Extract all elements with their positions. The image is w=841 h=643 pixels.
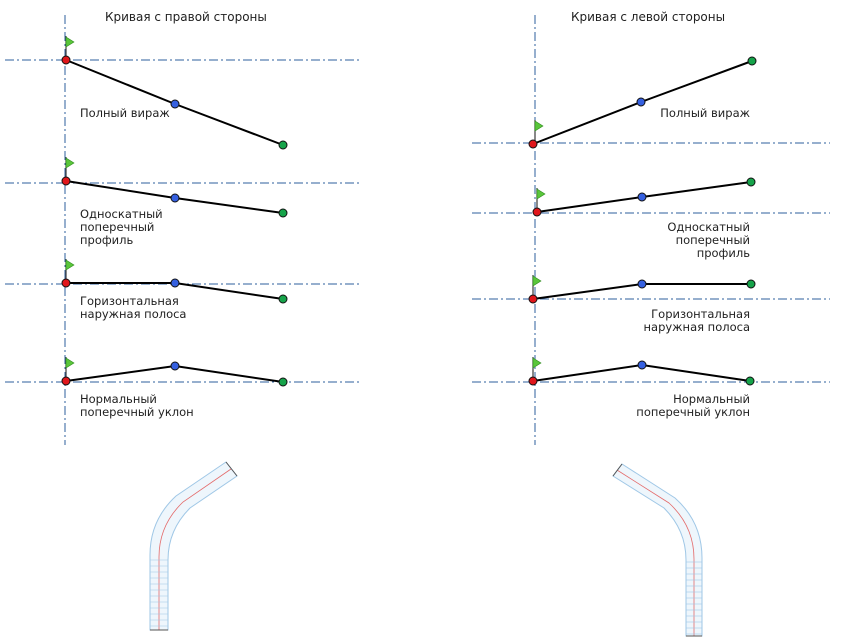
road-plan-right-curve xyxy=(149,461,238,631)
road-start-mark xyxy=(612,463,623,477)
point-centerline xyxy=(636,97,646,107)
point-left-edge xyxy=(528,376,538,386)
station-ticks xyxy=(686,561,702,635)
road-centerline xyxy=(616,469,695,636)
label-normal-crown-2: поперечный уклон xyxy=(636,405,750,419)
point-centerline xyxy=(637,192,647,202)
point-left-edge xyxy=(61,55,71,65)
label-single-slope-2: поперечный xyxy=(676,233,750,247)
label-full-superelevation: Полный вираж xyxy=(80,106,170,120)
label-normal-crown-1: Нормальный xyxy=(80,392,157,406)
road-surface xyxy=(612,463,703,637)
point-right-edge xyxy=(278,294,288,304)
point-centerline xyxy=(170,99,180,109)
label-single-slope-3: профиль xyxy=(80,233,134,247)
label-single-slope-1: Односкатный xyxy=(80,207,163,221)
label-single-slope-3: профиль xyxy=(697,246,751,260)
point-left-edge xyxy=(61,176,71,186)
road-centerline xyxy=(158,468,232,630)
point-right-edge xyxy=(278,208,288,218)
station-ticks xyxy=(150,559,168,627)
point-right-edge xyxy=(747,56,757,66)
point-right-edge xyxy=(745,376,755,386)
point-centerline xyxy=(170,278,180,288)
label-horizontal-outer-1: Горизонтальная xyxy=(80,294,179,308)
label-horizontal-outer-2: наружная полоса xyxy=(644,320,750,334)
point-right-edge xyxy=(278,140,288,150)
profile-normal-crown: Нормальный поперечный уклон xyxy=(5,357,362,419)
label-horizontal-outer-1: Горизонтальная xyxy=(651,307,750,321)
point-left-edge xyxy=(61,278,71,288)
point-right-edge xyxy=(746,177,756,187)
point-right-edge xyxy=(746,279,756,289)
point-left-edge xyxy=(532,207,542,217)
title-left-curve: Кривая с левой стороны xyxy=(571,10,725,24)
point-left-edge xyxy=(528,294,538,304)
profile-full-superelevation: Полный вираж xyxy=(472,56,830,149)
label-normal-crown-2: поперечный уклон xyxy=(80,405,194,419)
label-horizontal-outer-2: наружная полоса xyxy=(80,307,186,321)
point-centerline xyxy=(170,361,180,371)
title-right-curve: Кривая с правой стороны xyxy=(105,10,267,24)
point-left-edge xyxy=(528,139,538,149)
point-centerline xyxy=(637,360,647,370)
panel-right-curve: Полный вираж Односкатный поперечный проф… xyxy=(5,15,362,445)
profile-single-slope: Односкатный поперечный профиль xyxy=(5,157,362,247)
profile-single-slope: Односкатный поперечный профиль xyxy=(472,177,830,260)
road-plan-left-curve xyxy=(612,463,703,637)
point-centerline xyxy=(170,193,180,203)
point-left-edge xyxy=(61,376,71,386)
road-start-mark xyxy=(225,461,238,477)
profile-horizontal-outer-lane: Горизонтальная наружная полоса xyxy=(5,259,362,321)
road-surface xyxy=(149,461,238,631)
profile-normal-crown: Нормальный поперечный уклон xyxy=(472,357,830,419)
label-single-slope-2: поперечный xyxy=(80,220,154,234)
panel-left-curve: Полный вираж Односкатный поперечный проф… xyxy=(472,15,830,445)
point-right-edge xyxy=(278,377,288,387)
label-single-slope-1: Односкатный xyxy=(667,220,750,234)
label-normal-crown-1: Нормальный xyxy=(673,392,750,406)
point-centerline xyxy=(637,279,647,289)
label-full-superelevation: Полный вираж xyxy=(660,106,750,120)
profile-horizontal-outer-lane: Горизонтальная наружная полоса xyxy=(472,275,830,334)
profile-full-superelevation: Полный вираж xyxy=(5,36,362,150)
